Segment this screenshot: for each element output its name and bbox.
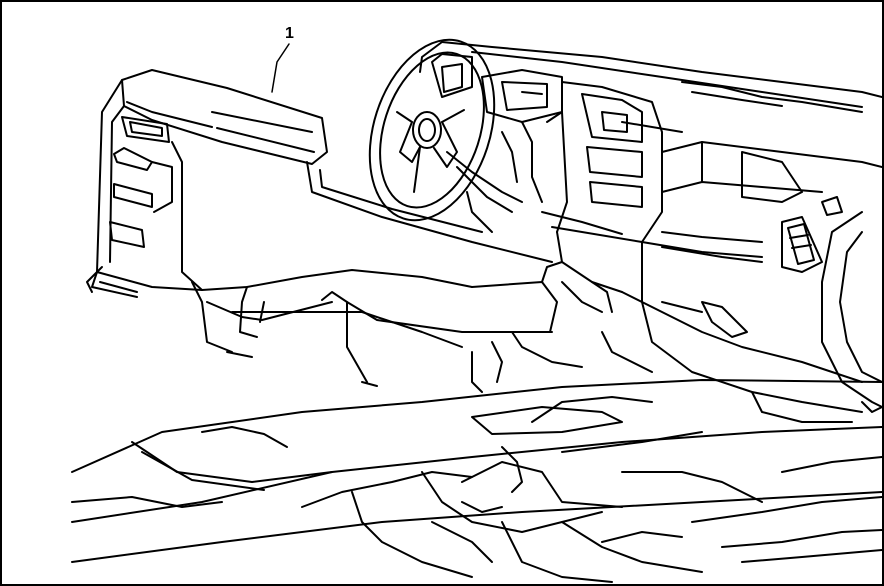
floor-pan bbox=[71, 379, 882, 583]
floor-console bbox=[86, 69, 563, 387]
steering-wheel bbox=[368, 38, 523, 233]
callout-1-leader bbox=[271, 43, 290, 93]
callout-1-label: 1 bbox=[285, 25, 294, 42]
instrument-panel bbox=[419, 41, 882, 423]
